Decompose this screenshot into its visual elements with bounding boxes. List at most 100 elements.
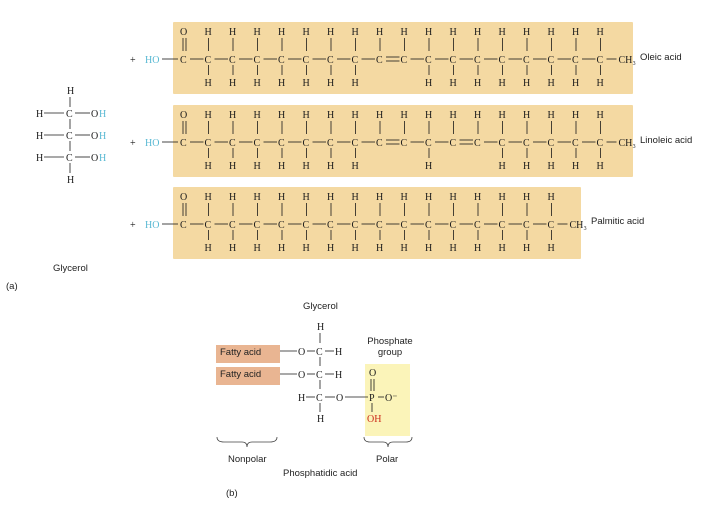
carbon: C — [278, 138, 285, 149]
carbon: C — [278, 55, 285, 66]
svg-text:H: H — [425, 27, 432, 38]
carbon: C — [548, 220, 555, 231]
carbon: C — [303, 55, 310, 66]
svg-text:H: H — [254, 110, 261, 121]
fatty-acid-box-2: Fatty acid — [216, 367, 280, 385]
carbon: C — [499, 220, 506, 231]
carbon: C — [597, 138, 604, 149]
carbon: C — [254, 138, 261, 149]
svg-text:H: H — [254, 78, 261, 89]
carbon: C — [303, 138, 310, 149]
svg-text:H: H — [352, 78, 359, 89]
svg-text:H: H — [401, 110, 408, 121]
panel-letter-a: (a) — [6, 281, 18, 292]
svg-text:H: H — [352, 110, 359, 121]
plus-sign: + — [130, 55, 136, 66]
svg-text:H: H — [548, 161, 555, 172]
carbon: C — [376, 138, 383, 149]
svg-text:H: H — [352, 27, 359, 38]
svg-text:H: H — [572, 78, 579, 89]
svg-text:H: H — [499, 243, 506, 254]
svg-text:O: O — [298, 370, 305, 381]
carbon: C — [474, 220, 481, 231]
svg-text:H: H — [303, 161, 310, 172]
carbon: C — [548, 138, 555, 149]
svg-text:H: H — [401, 243, 408, 254]
svg-text:H: H — [401, 192, 408, 203]
plus-sign: + — [130, 220, 136, 231]
svg-text:H: H — [474, 192, 481, 203]
svg-text:H: H — [376, 110, 383, 121]
carbon: C — [376, 55, 383, 66]
svg-text:H: H — [205, 161, 212, 172]
svg-text:H: H — [303, 192, 310, 203]
svg-text:H: H — [499, 110, 506, 121]
carbon: C — [450, 55, 457, 66]
carbon: C — [474, 55, 481, 66]
svg-text:H: H — [303, 110, 310, 121]
svg-text:H: H — [36, 131, 43, 142]
svg-text:H: H — [303, 243, 310, 254]
svg-text:H: H — [327, 243, 334, 254]
svg-text:H: H — [36, 153, 43, 164]
svg-text:C: C — [180, 138, 187, 149]
svg-text:H: H — [523, 192, 530, 203]
svg-text:H: H — [254, 161, 261, 172]
palmitic-acid-band — [173, 187, 581, 259]
linoleic-acid-band — [173, 105, 633, 177]
carbon: C — [205, 220, 212, 231]
svg-text:H: H — [425, 161, 432, 172]
carbon: C — [401, 138, 408, 149]
svg-text:OH: OH — [367, 414, 381, 425]
methyl-end: CH₃ — [619, 55, 636, 66]
carbon: C — [229, 55, 236, 66]
svg-text:H: H — [327, 27, 334, 38]
carbon: C — [229, 220, 236, 231]
panel-letter-b: (b) — [226, 488, 238, 499]
carbon: C — [327, 220, 334, 231]
svg-text:C: C — [180, 55, 187, 66]
svg-text:H: H — [278, 78, 285, 89]
svg-text:C: C — [66, 131, 73, 142]
svg-text:H: H — [327, 161, 334, 172]
plus-sign: + — [130, 138, 136, 149]
oleic-acid-label: Oleic acid — [640, 52, 682, 63]
svg-text:H: H — [425, 243, 432, 254]
carbon: C — [499, 138, 506, 149]
svg-text:H: H — [99, 131, 106, 142]
svg-text:H: H — [99, 109, 106, 120]
svg-text:H: H — [548, 27, 555, 38]
svg-text:H: H — [523, 110, 530, 121]
carbon: C — [572, 138, 579, 149]
carbon: C — [425, 55, 432, 66]
carbon: C — [303, 220, 310, 231]
svg-text:H: H — [499, 161, 506, 172]
svg-text:H: H — [327, 78, 334, 89]
svg-text:P: P — [369, 393, 375, 404]
svg-text:H: H — [229, 110, 236, 121]
svg-text:H: H — [254, 27, 261, 38]
svg-text:H: H — [450, 192, 457, 203]
carbon: C — [401, 55, 408, 66]
svg-text:O: O — [336, 393, 343, 404]
phosphate-group-label: Phosphate group — [367, 336, 413, 358]
svg-text:H: H — [499, 27, 506, 38]
polar-brace — [363, 436, 413, 448]
svg-text:H: H — [401, 27, 408, 38]
carbon: C — [205, 55, 212, 66]
svg-text:H: H — [376, 243, 383, 254]
svg-text:C: C — [180, 220, 187, 231]
svg-text:H: H — [254, 243, 261, 254]
svg-text:H: H — [548, 110, 555, 121]
methyl-end: CH₃ — [619, 138, 636, 149]
svg-text:H: H — [317, 322, 324, 333]
svg-text:H: H — [499, 78, 506, 89]
methyl-end: CH₃ — [570, 220, 587, 231]
carbon: C — [254, 220, 261, 231]
svg-text:H: H — [572, 110, 579, 121]
carbon: C — [401, 220, 408, 231]
svg-text:H: H — [229, 192, 236, 203]
svg-text:H: H — [278, 243, 285, 254]
svg-text:H: H — [597, 78, 604, 89]
